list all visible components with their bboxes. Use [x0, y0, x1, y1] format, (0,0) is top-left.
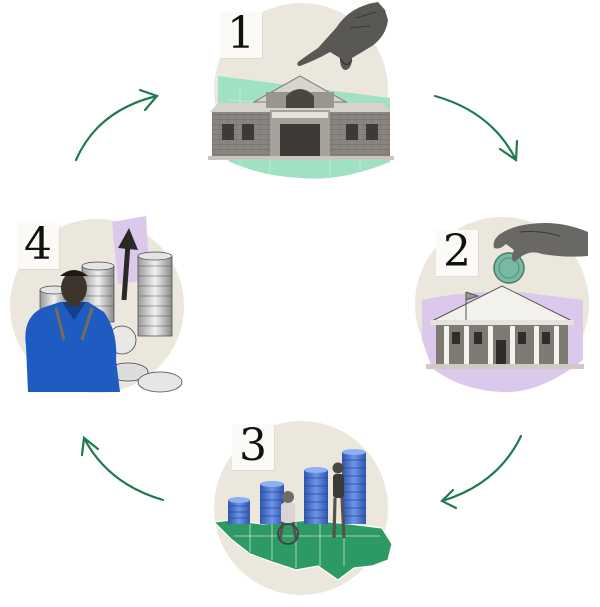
- step-1-number: 1: [220, 12, 262, 58]
- standing-person: [332, 462, 346, 539]
- step-3-number: 3: [232, 424, 274, 470]
- cycle-arrow-3-to-4: [80, 435, 165, 502]
- cycle-arrow-1-to-2: [433, 94, 519, 163]
- step-2-number: 2: [436, 230, 478, 276]
- cycle-arrow-2-to-3: [440, 434, 523, 510]
- worker-person: [25, 270, 120, 392]
- cycle-arrow-4-to-1: [74, 88, 159, 162]
- coin-stacks: [228, 449, 366, 524]
- step-4-number: 4: [17, 223, 59, 269]
- person-in-wheelchair: [277, 491, 299, 545]
- step-1-illustration: [208, 2, 394, 179]
